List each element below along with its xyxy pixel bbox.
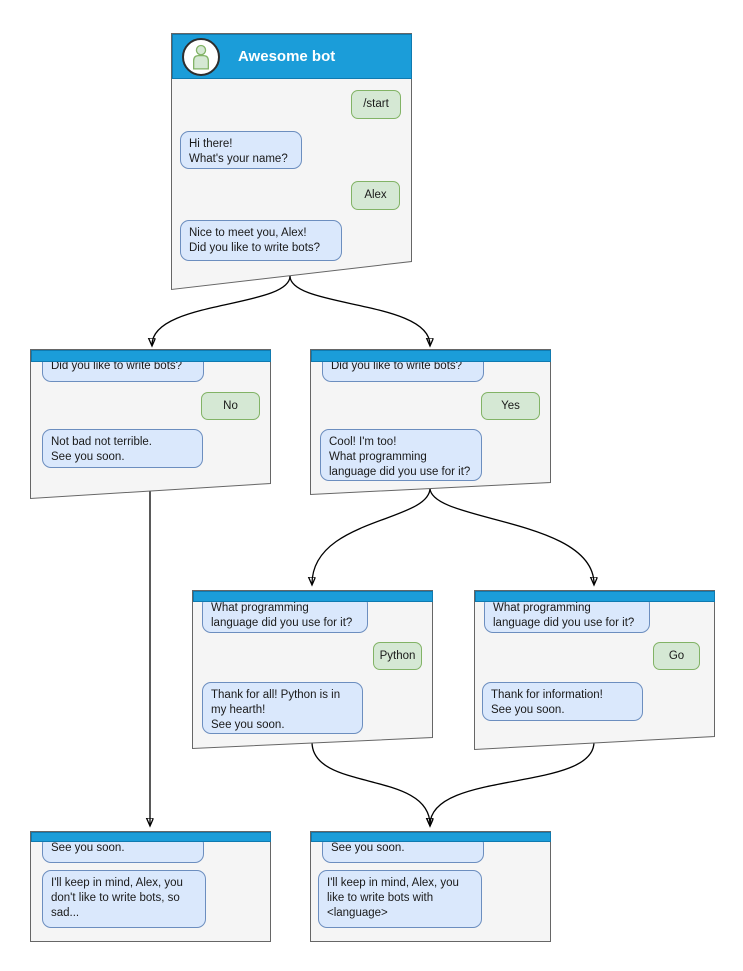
window-title: Awesome bot <box>238 48 336 65</box>
bot-message-bubble: I'll keep in mind, Alex, you don't like … <box>42 870 206 928</box>
connector-yes-to-python <box>312 487 431 584</box>
chat-window-branch-no: Did you like to write bots? No Not bad n… <box>30 349 272 500</box>
user-message-bubble: /start <box>351 90 401 119</box>
chat-window-end-negative: See you soon. I'll keep in mind, Alex, y… <box>30 831 272 943</box>
window-header: Awesome bot <box>172 34 412 79</box>
bot-avatar-icon <box>182 37 220 76</box>
chat-window-main: Awesome bot /start Hi there! What's your… <box>171 33 413 291</box>
bot-message-bubble: I'll keep in mind, Alex, you like to wri… <box>318 870 482 928</box>
user-message-bubble: Python <box>373 642 422 670</box>
window-header <box>311 832 551 842</box>
connector-go-to-end <box>430 741 595 825</box>
bot-message-bubble: Thank for all! Python is in my hearth! S… <box>202 682 363 734</box>
window-header <box>311 350 551 362</box>
window-header <box>31 350 271 362</box>
user-message-bubble: Go <box>653 642 700 670</box>
user-message-bubble: Yes <box>481 392 540 420</box>
chat-window-end-positive: See you soon. I'll keep in mind, Alex, y… <box>310 831 552 943</box>
window-header <box>193 591 433 602</box>
window-header <box>31 832 271 842</box>
chat-window-branch-yes: Did you like to write bots? Yes Cool! I'… <box>310 349 552 496</box>
user-message-bubble: No <box>201 392 260 420</box>
bot-message-bubble: Not bad not terrible. See you soon. <box>42 429 203 468</box>
bot-message-bubble: Cool! I'm too! What programming language… <box>320 429 482 481</box>
connector-yes-to-go <box>429 487 594 584</box>
bot-message-bubble: Thank for information! See you soon. <box>482 682 643 721</box>
bot-message-bubble: Hi there! What's your name? <box>180 131 302 169</box>
chat-window-branch-python: What programming language did you use fo… <box>192 590 434 750</box>
user-message-bubble: Alex <box>351 181 400 210</box>
connector-python-to-end <box>311 741 430 825</box>
chat-window-branch-go: What programming language did you use fo… <box>474 590 716 751</box>
bot-message-bubble: Nice to meet you, Alex! Did you like to … <box>180 220 342 261</box>
window-header <box>475 591 715 602</box>
